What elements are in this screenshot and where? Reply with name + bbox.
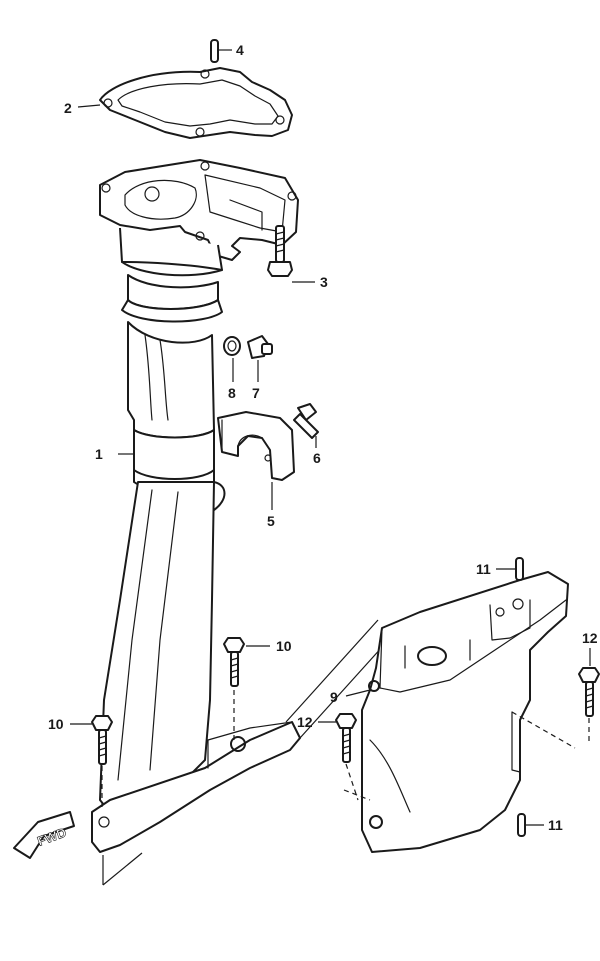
part-11-dowel-pin-upper: 11 xyxy=(476,557,524,581)
part-1-driveshaft-housing: 1 xyxy=(91,159,301,886)
callout-10-upper: 10 xyxy=(276,638,292,654)
callout-11-upper: 11 xyxy=(476,561,491,577)
callout-3: 3 xyxy=(320,274,328,290)
fwd-arrow-icon xyxy=(13,811,75,859)
part-10-bolt-lower: 10 xyxy=(48,715,113,808)
part-8-washer: 8 xyxy=(223,336,241,401)
callout-9: 9 xyxy=(330,689,338,705)
part-6-bolt: 6 xyxy=(293,403,321,466)
part-3-bolt: 3 xyxy=(267,225,328,290)
part-10-bolt-upper: 10 xyxy=(223,637,292,740)
callout-12-left: 12 xyxy=(297,714,313,730)
callout-7: 7 xyxy=(252,385,260,401)
part-11-dowel-pin-lower: 11 xyxy=(517,813,563,837)
callout-5: 5 xyxy=(267,513,275,529)
callout-4: 4 xyxy=(236,42,244,58)
part-7-plug: 7 xyxy=(247,335,273,401)
callout-6: 6 xyxy=(313,450,321,466)
part-4-dowel-pin: 4 xyxy=(210,39,244,63)
part-12-bolt-left: 12 xyxy=(297,713,359,801)
fwd-direction-marker: FWD xyxy=(13,811,75,859)
part-5-clamp: 5 xyxy=(217,411,295,529)
part-2-gasket: 2 xyxy=(64,67,293,139)
callout-10-lower: 10 xyxy=(48,716,64,732)
callout-2: 2 xyxy=(64,100,72,116)
callout-12-right: 12 xyxy=(582,630,598,646)
callout-8: 8 xyxy=(228,385,236,401)
callout-1: 1 xyxy=(95,446,103,462)
callout-11-lower: 11 xyxy=(548,817,563,833)
part-9-lower-cover: 9 xyxy=(330,571,576,853)
part-12-bolt-right: 12 xyxy=(578,630,600,744)
